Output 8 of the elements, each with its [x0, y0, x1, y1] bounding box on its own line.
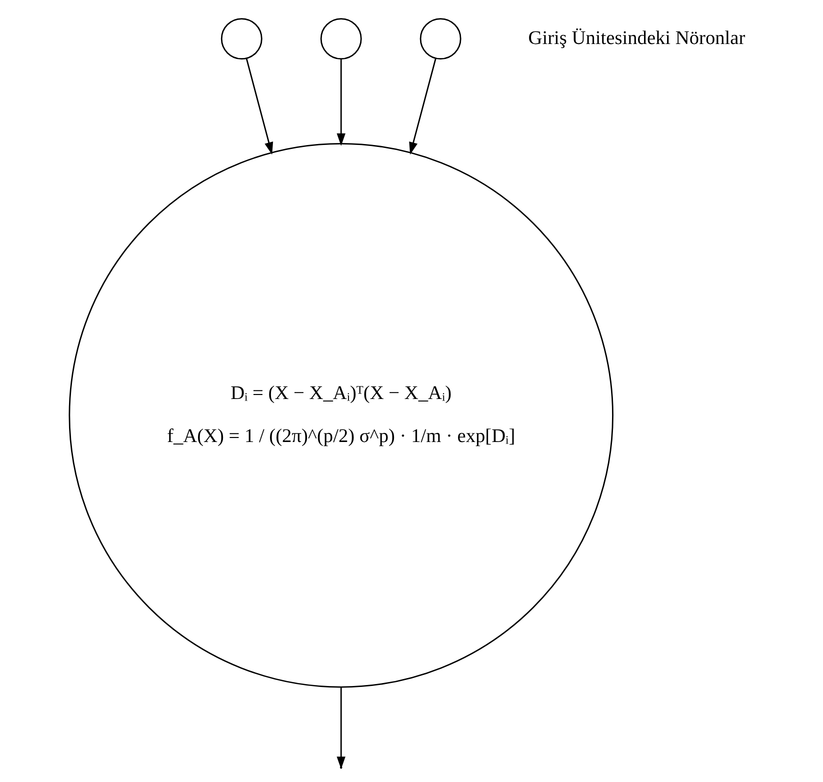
node-circle — [320, 18, 362, 60]
node-circle — [220, 18, 262, 60]
arrow — [246, 58, 274, 155]
arrow — [336, 59, 346, 146]
node-circle — [420, 18, 462, 60]
node-circle: Dᵢ = (X − X_Aᵢ)ᵀ(X − X_Aᵢ) f_A(X) = 1 / ((2π)^(p/2) σ^p) · 1/m · exp[Dᵢ] — [68, 143, 614, 688]
label: Giriş Ünitesindeki Nöronlar — [528, 28, 746, 49]
arrow — [409, 58, 436, 155]
